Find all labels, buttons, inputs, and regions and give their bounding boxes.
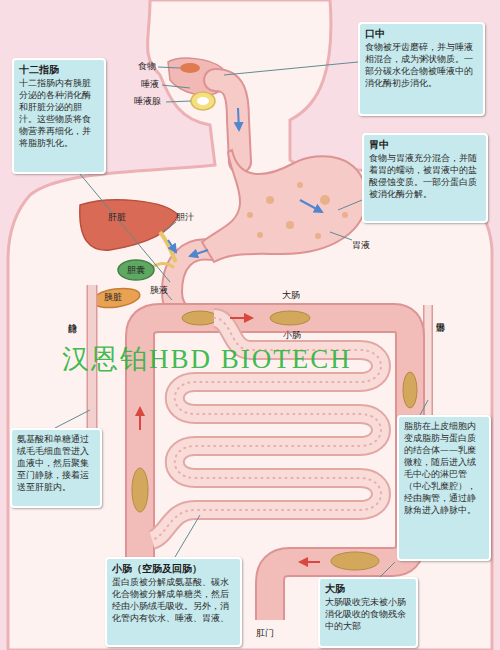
feces xyxy=(331,552,379,570)
part-label: 食物 xyxy=(138,61,156,72)
part-label: 胆囊 xyxy=(127,265,145,276)
feces xyxy=(132,468,148,512)
part-label: 胃液 xyxy=(352,240,370,251)
feces xyxy=(182,311,218,325)
flow-arrow xyxy=(300,561,320,563)
leader-line xyxy=(175,515,200,557)
callout-box: 氨基酸和单糖通过绒毛毛细血管进入血液中，然后聚集至门静脉，接着运送至肝脏内。 xyxy=(10,428,102,508)
callout-text: 脂肪在上皮细胞内变成脂肪与蛋白质的结合体——乳糜微粒，随后进入绒毛中心的淋巴管（… xyxy=(404,420,484,516)
flow-arrow xyxy=(190,250,208,256)
callout-heading: 口中 xyxy=(365,27,478,40)
pancreas xyxy=(91,286,141,311)
lymph-duct xyxy=(425,305,432,432)
leader-line xyxy=(380,562,395,577)
food-bolus xyxy=(180,63,200,73)
stomach xyxy=(202,150,366,262)
food-particle xyxy=(342,212,348,218)
callout-box: 小肠（空肠及回肠）蛋白质被分解成氨基酸、碳水化合物被分解成单糖类，然后经由小肠绒… xyxy=(105,557,242,647)
leader-line xyxy=(166,101,191,102)
callout-box: 十二指肠十二指肠内有胰脏分泌的各种消化酶和肝脏分泌的胆汁。这些物质将食物营养再细… xyxy=(12,58,106,174)
liver xyxy=(80,200,178,250)
callout-box: 大肠大肠吸收完未被小肠消化吸收的食物残余中的大部 xyxy=(318,577,418,648)
callout-text: 氨基酸和单糖通过绒毛毛细血管进入血液中，然后聚集至门静脉，接着运送至肝脏内。 xyxy=(17,433,95,493)
leader-line xyxy=(162,85,190,88)
part-label: 唾液 xyxy=(141,79,159,90)
part-label: 肝脏 xyxy=(108,212,126,223)
callout-text: 食物与胃液充分混合，并随着胃的蠕动，被胃液中的盐酸侵蚀变质。一部分蛋白质被消化酶… xyxy=(369,152,481,200)
bile-duct xyxy=(160,232,176,262)
food-particle xyxy=(257,232,263,238)
part-label: 大肠 xyxy=(282,290,300,301)
saliva-drop xyxy=(197,97,209,105)
part-label: 胰脏 xyxy=(104,292,122,303)
food-particle xyxy=(266,196,274,204)
part-label: 胰液 xyxy=(150,285,168,296)
leader-line xyxy=(163,222,176,232)
leader-line xyxy=(420,400,428,415)
callout-text: 蛋白质被分解成氨基酸、碳水化合物被分解成单糖类，然后经由小肠绒毛吸收。另外，消化… xyxy=(112,576,235,624)
part-label: 小肠 xyxy=(283,330,301,341)
feces xyxy=(403,372,417,408)
callout-heading: 大肠 xyxy=(325,582,411,595)
leader-line xyxy=(80,174,170,282)
flow-arrow xyxy=(139,408,141,430)
part-label: 肛门 xyxy=(256,628,274,639)
callout-text: 食物被牙齿磨碎，并与唾液相混合，成为粥状物质。一部分碳水化合物被唾液中的消化酶初… xyxy=(365,41,478,89)
leader-line xyxy=(158,67,180,68)
leader-line xyxy=(224,62,358,75)
callout-heading: 小肠（空肠及回肠） xyxy=(112,562,235,575)
esophagus xyxy=(215,80,240,162)
feces xyxy=(270,311,310,325)
esophagus-outline xyxy=(215,80,240,162)
salivary-gland xyxy=(191,92,215,110)
body-silhouette xyxy=(8,0,492,650)
callout-heading: 胃中 xyxy=(369,138,481,151)
flow-arrow xyxy=(168,240,176,252)
watermark: 汉恩铂HBD BIOTECH xyxy=(62,344,352,374)
flow-arrow xyxy=(238,108,239,130)
food-particle xyxy=(320,195,330,205)
callout-box: 脂肪在上皮细胞内变成脂肪与蛋白质的结合体——乳糜微粒，随后进入绒毛中心的淋巴管（… xyxy=(397,415,491,561)
food-particle xyxy=(315,233,321,239)
leader-line xyxy=(338,200,362,210)
food-particle xyxy=(247,212,253,218)
callout-text: 大肠吸收完未被小肠消化吸收的食物残余中的大部 xyxy=(325,596,411,632)
callout-heading: 十二指肠 xyxy=(19,63,99,76)
food-particle xyxy=(286,221,294,229)
callout-box: 口中食物被牙齿磨碎，并与唾液相混合，成为粥状物质。一部分碳水化合物被唾液中的消化… xyxy=(358,22,485,116)
part-label: 唾液腺 xyxy=(134,96,161,107)
flow-arrow xyxy=(230,317,252,319)
flow-arrow xyxy=(300,200,322,212)
part-label: 胆汁 xyxy=(176,212,194,223)
food-particle xyxy=(297,182,303,188)
callout-box: 胃中食物与胃液充分混合，并随着胃的蠕动，被胃液中的盐酸侵蚀变质。一部分蛋白质被消… xyxy=(362,133,488,223)
leader-line xyxy=(330,232,352,240)
callout-text: 十二指肠内有胰脏分泌的各种消化酶和肝脏分泌的胆汁。这些物质将食物营养再细化，并将… xyxy=(19,77,99,149)
leader-line xyxy=(55,410,90,428)
gallbladder xyxy=(118,260,154,280)
